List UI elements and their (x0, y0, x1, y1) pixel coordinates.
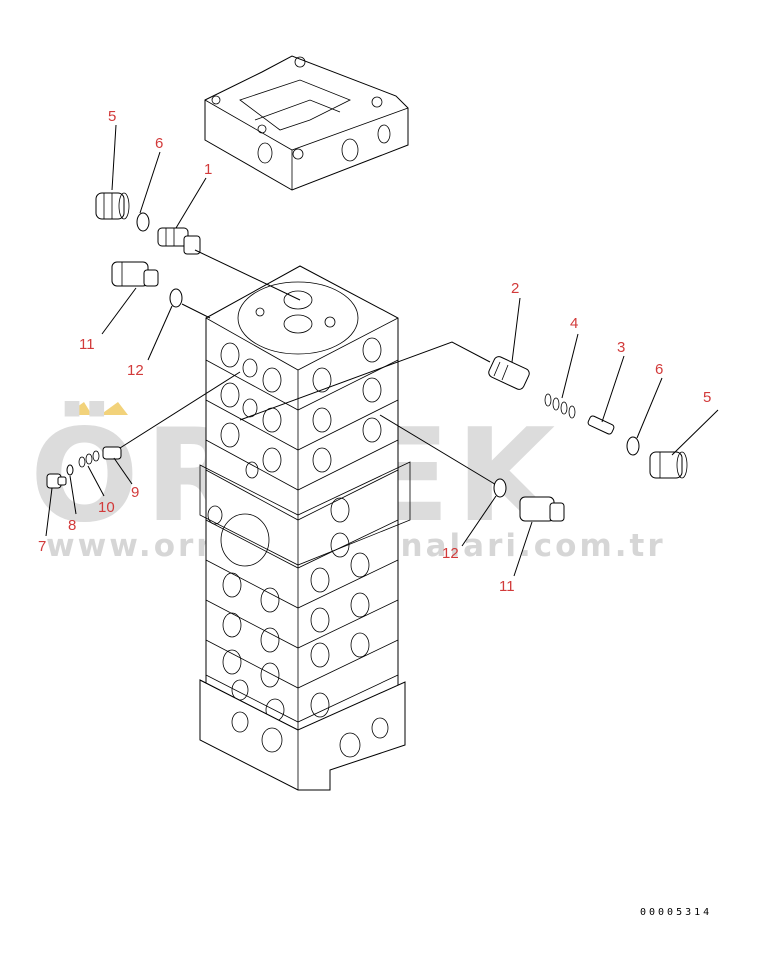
part-spring-10 (78, 450, 100, 468)
part-11-right (519, 496, 565, 522)
callout-2: 2 (511, 280, 519, 297)
callout-11-left: 11 (79, 336, 95, 353)
callout-5-left: 5 (108, 108, 116, 125)
callout-1: 1 (204, 161, 212, 178)
bottom-end-plate (199, 679, 406, 791)
document-number: 00005314 (640, 907, 712, 918)
part-oring-6-right (626, 436, 640, 456)
callout-8: 8 (68, 517, 76, 534)
part-11-left (111, 261, 159, 287)
top-cover-plate (204, 55, 409, 191)
part-oring-12-left (169, 288, 183, 308)
callout-11-right: 11 (499, 578, 515, 595)
callout-10: 10 (98, 499, 115, 516)
part-oring-6-left (136, 212, 150, 232)
callout-5-right: 5 (703, 389, 711, 406)
callout-3: 3 (617, 339, 625, 356)
part-oring-8 (66, 464, 74, 476)
callout-4: 4 (570, 315, 578, 332)
watermark-accent-right (100, 402, 128, 415)
callout-6-left: 6 (155, 135, 163, 152)
callout-6-right: 6 (655, 361, 663, 378)
part-oring-12-right (493, 478, 507, 498)
callout-labels: 5 6 1 11 12 2 4 3 6 5 9 10 8 7 12 11 (38, 108, 711, 595)
part-1 (157, 227, 201, 255)
leader-lines (45, 124, 719, 577)
part-spring-4 (544, 393, 576, 419)
valve-stack (199, 265, 411, 741)
callout-7: 7 (38, 538, 46, 555)
callout-12-left: 12 (127, 362, 144, 379)
part-7 (46, 473, 67, 489)
part-9 (102, 446, 122, 460)
callout-12-right: 12 (442, 545, 459, 562)
callout-9: 9 (131, 484, 139, 501)
part-plug-5-right (649, 451, 688, 479)
watermark-accent-left (66, 402, 92, 415)
part-plug-5-left (95, 192, 130, 220)
part-2 (488, 356, 530, 390)
part-3 (587, 415, 615, 435)
